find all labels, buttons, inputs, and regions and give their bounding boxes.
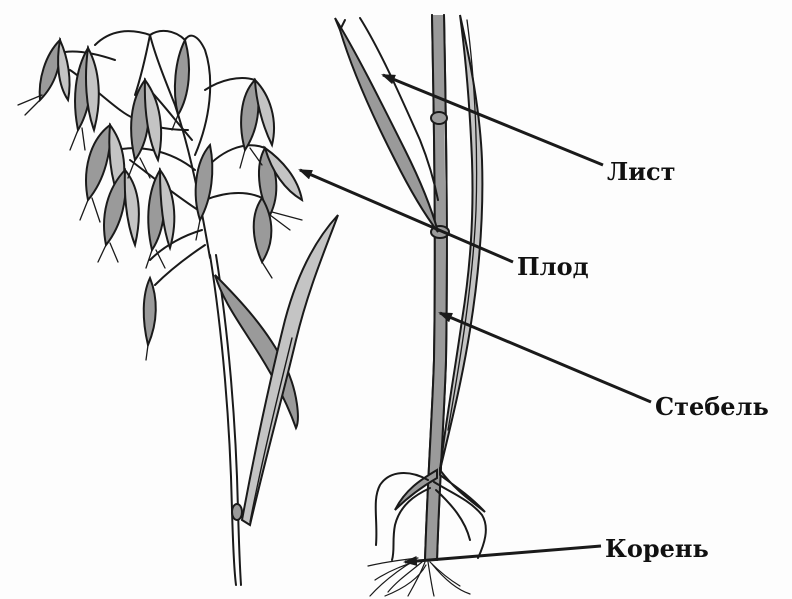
leaf-label: Лист [607,160,676,184]
leaf-arrow [383,75,603,165]
oat-stem-drawing [335,15,486,596]
stem-label: Стебель [655,395,769,419]
root-label: Корень [605,537,709,561]
stem-arrow [440,313,651,402]
fruit-label: Плод [517,255,589,279]
oat-panicle-drawing [18,31,338,585]
